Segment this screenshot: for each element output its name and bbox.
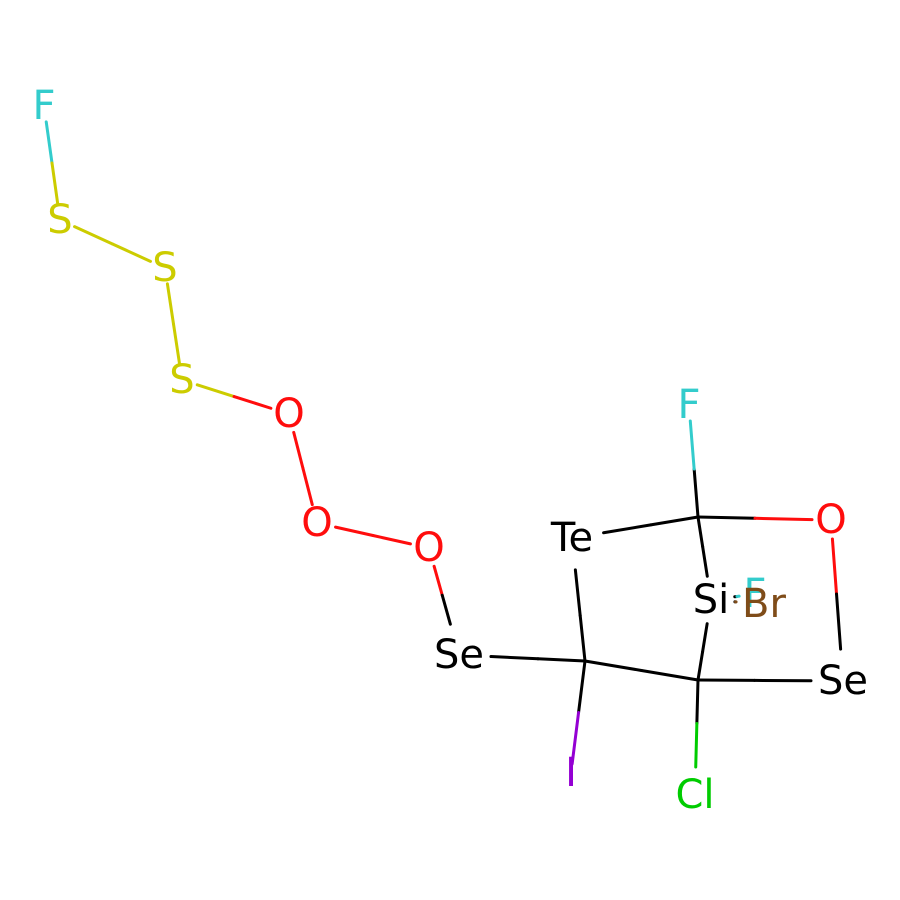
bonds-layer: [44, 120, 843, 769]
bond-half-se2: [835, 592, 843, 651]
bond-s3-o1: [195, 383, 273, 410]
atom-label-i1: I: [565, 750, 577, 796]
bond-c2-f2: [688, 419, 700, 519]
atom-label-si1: Si: [693, 577, 730, 623]
bond-half-o3: [371, 534, 412, 546]
bond-c3-cl1: [694, 678, 700, 769]
bond-half-s1: [73, 225, 114, 246]
bond-half-s1: [50, 161, 60, 206]
bond-half-s3: [195, 383, 236, 399]
bond-half-c2: [696, 515, 757, 520]
bond-se2-c3: [696, 678, 813, 683]
bond-half-c1: [583, 659, 643, 672]
bond-se1-c1: [489, 655, 587, 663]
bond-half-se1: [440, 593, 452, 626]
bond-half-o1: [232, 395, 273, 410]
atom-label-s2: S: [152, 245, 177, 291]
bond-half-o3: [432, 564, 444, 597]
bond-half-c3: [640, 669, 700, 682]
atom-label-te1: Te: [550, 515, 593, 561]
bond-half-c2: [696, 515, 705, 549]
bond-half-c3: [696, 650, 705, 682]
bond-o2-o3: [334, 525, 412, 546]
bond-half-si1: [701, 545, 709, 578]
atom-label-s1: S: [47, 197, 72, 243]
atom-label-f3: F: [743, 571, 766, 617]
bond-c1-te1: [573, 568, 587, 663]
atom-label-o2: O: [301, 500, 332, 546]
atom-label-br1: Br: [742, 581, 786, 627]
atom-label-o1: O: [273, 391, 304, 437]
bond-half-se1: [489, 655, 540, 661]
atom-label-o4: O: [815, 497, 846, 543]
bond-half-s3: [172, 322, 182, 366]
bond-o1-o2: [292, 430, 314, 507]
bond-half-o2: [301, 467, 314, 507]
bond-half-te1: [573, 568, 582, 617]
bond-c1-i1: [570, 659, 587, 766]
bond-f1-s1: [44, 120, 60, 206]
bond-half-c3: [695, 678, 700, 726]
bond-te1-c2: [602, 515, 700, 535]
bond-half-cl1: [694, 722, 699, 769]
bond-half-f2: [688, 419, 696, 471]
bond-c2-si1: [696, 515, 709, 578]
atom-label-se1: Se: [434, 632, 484, 678]
bond-si1-c3: [696, 622, 709, 682]
bond-o3-se1: [432, 564, 452, 626]
bond-half-c1: [577, 659, 587, 715]
atom-label-s3: S: [169, 357, 194, 403]
bond-half-c1: [578, 613, 587, 663]
atom-label-cl1: Cl: [675, 772, 714, 818]
bond-half-c1: [536, 657, 587, 663]
bond-half-te1: [602, 523, 653, 535]
atom-label-f1: F: [32, 83, 55, 129]
bond-s2-s3: [165, 282, 182, 366]
bond-half-f1: [44, 120, 54, 165]
bond-half-s2: [111, 242, 152, 263]
bond-half-i1: [570, 711, 581, 766]
bond-c3-c1: [583, 659, 700, 682]
bond-half-s2: [165, 282, 175, 326]
bond-half-si1: [701, 622, 709, 654]
bond-half-o4: [830, 537, 839, 596]
bond-s1-s2: [73, 225, 152, 263]
atom-label-o3: O: [413, 525, 444, 571]
atom-label-f2: F: [677, 382, 700, 428]
bond-o4-se2: [830, 537, 843, 651]
bond-c2-o4: [696, 515, 814, 522]
bond-half-c2: [649, 515, 700, 527]
bond-half-o2: [334, 525, 375, 537]
bond-half-o1: [292, 430, 305, 470]
bond-half-c2: [692, 467, 700, 519]
bond-half-o4: [753, 516, 814, 522]
atom-label-se2: Se: [818, 658, 868, 704]
bond-si1-f3: [733, 594, 741, 599]
